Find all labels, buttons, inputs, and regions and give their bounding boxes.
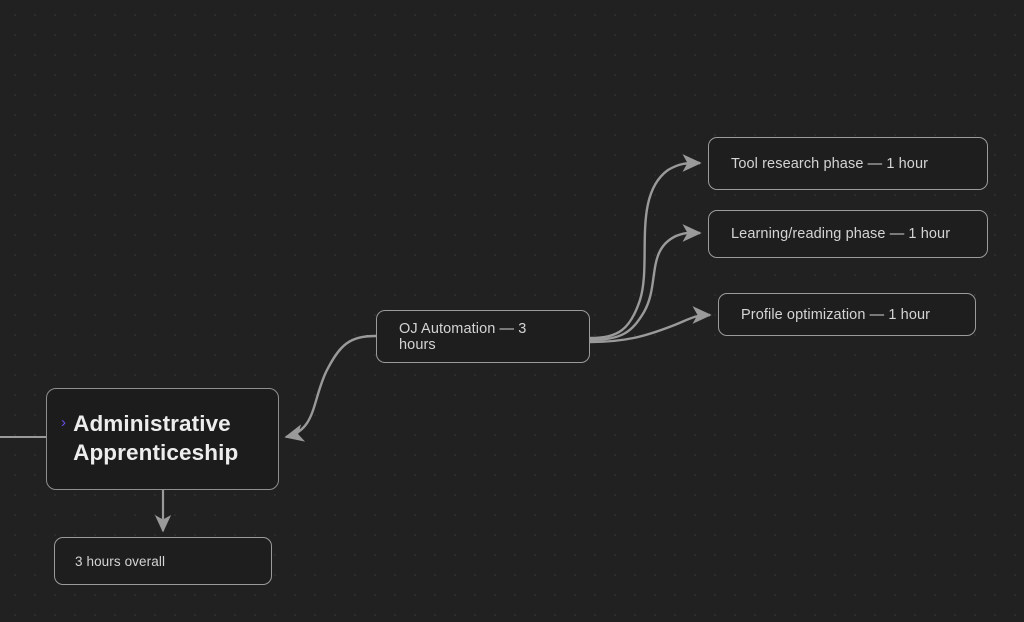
root-node-content: › Administrative Apprenticeship — [61, 410, 260, 468]
node-tool-research-phase[interactable]: Tool research phase — 1 hour — [708, 137, 988, 190]
node-profile-optimization[interactable]: Profile optimization — 1 hour — [718, 293, 976, 336]
edge-oj-to-profile — [589, 306, 712, 344]
node-learning-reading-phase[interactable]: Learning/reading phase — 1 hour — [708, 210, 988, 258]
node-3-hours-overall[interactable]: 3 hours overall — [54, 537, 272, 585]
chevron-right-icon[interactable]: › — [61, 414, 67, 432]
edge-oj-to-tool — [589, 154, 702, 340]
edge-oj-to-root — [284, 334, 377, 442]
node-label-tool: Tool research phase — 1 hour — [731, 155, 929, 172]
node-label-profile: Profile optimization — 1 hour — [741, 306, 931, 323]
edge-oj-to-learn — [589, 224, 702, 342]
node-label-learn: Learning/reading phase — 1 hour — [731, 226, 951, 242]
node-label-oj: OJ Automation — 3 hours — [399, 320, 527, 353]
node-oj-automation[interactable]: OJ Automation — 3 hours — [376, 310, 590, 363]
node-label-root: Administrative Apprenticeship — [73, 411, 239, 465]
node-label-overall: 3 hours overall — [75, 553, 166, 569]
node-administrative-apprenticeship[interactable]: › Administrative Apprenticeship — [46, 388, 279, 490]
